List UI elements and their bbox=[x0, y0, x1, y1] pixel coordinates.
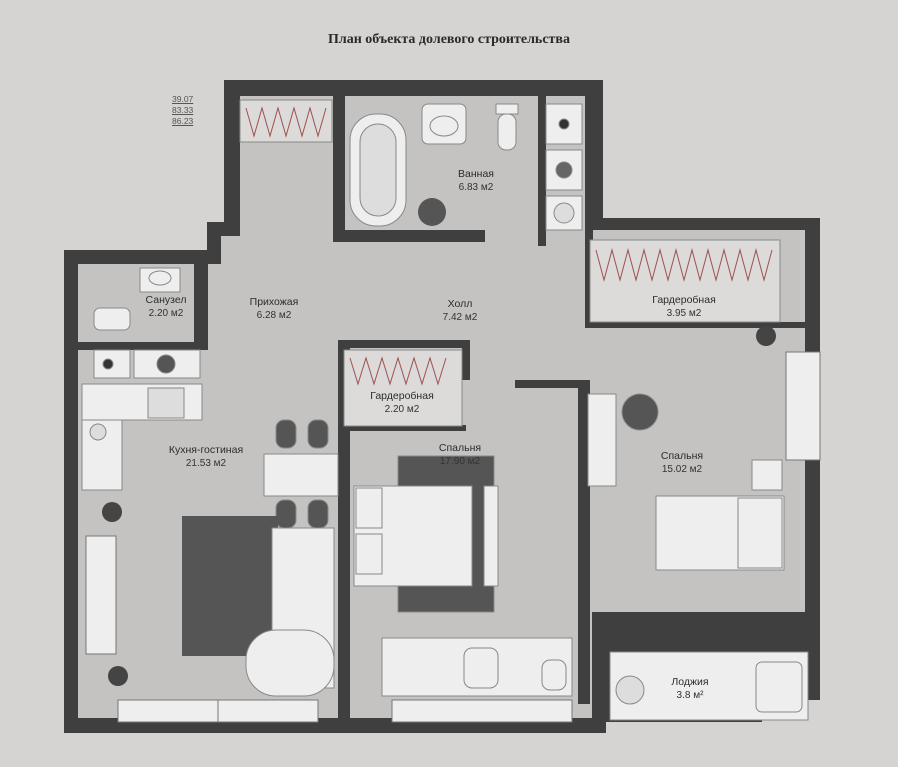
room-area: 15.02 м2 bbox=[661, 464, 703, 475]
room-name: Гардеробная bbox=[370, 390, 434, 402]
area-summary-line: 39.07 bbox=[172, 94, 194, 104]
room-name: Санузел bbox=[145, 294, 187, 306]
area-summary-line: 86.23 bbox=[172, 116, 194, 126]
room-label: Холл 7.42 м2 bbox=[443, 298, 478, 324]
room-name: Прихожая bbox=[249, 296, 299, 308]
room-label: Прихожая 6.28 м2 bbox=[250, 296, 299, 322]
wardrobe-bedroom2 bbox=[589, 239, 781, 323]
room-area: 17.90 м2 bbox=[439, 456, 481, 467]
room-area: 6.83 м2 bbox=[458, 182, 494, 193]
room-area: 6.28 м2 bbox=[256, 310, 292, 321]
kitchen-counter bbox=[81, 383, 203, 491]
bed-bedroom2 bbox=[655, 459, 785, 571]
wardrobe-hall bbox=[239, 99, 333, 143]
bathtub-icon bbox=[349, 113, 407, 227]
fan-icon bbox=[418, 198, 446, 226]
area-summary: 39.07 83.33 86.23 bbox=[172, 94, 193, 127]
sink-icon bbox=[421, 103, 467, 145]
room-label: Спальня 17.90 м2 bbox=[439, 442, 481, 468]
desk-bedroom2 bbox=[587, 393, 659, 487]
room-area: 2.20 м2 bbox=[384, 404, 420, 415]
dining-table bbox=[263, 419, 339, 529]
room-area: 2.20 м2 bbox=[148, 308, 184, 319]
desk-bedroom1 bbox=[381, 637, 573, 697]
room-label: Гардеробная 2.20 м2 bbox=[370, 390, 434, 416]
room-name: Ванная bbox=[458, 168, 494, 180]
loggia bbox=[609, 651, 809, 721]
room-name: Лоджия bbox=[671, 676, 709, 688]
rug-kitchen bbox=[182, 516, 278, 656]
room-area: 21.53 м2 bbox=[185, 458, 227, 469]
room-name: Кухня-гостиная bbox=[168, 444, 244, 456]
room-name: Спальня bbox=[438, 442, 482, 454]
room-area: 3.95 м2 bbox=[666, 308, 702, 319]
toilet-icon bbox=[495, 103, 519, 151]
room-name: Спальня bbox=[660, 450, 704, 462]
plant-icon bbox=[102, 326, 776, 686]
sofa bbox=[245, 527, 335, 697]
room-label: Санузел 2.20 м2 bbox=[146, 294, 187, 320]
room-label: Спальня 15.02 м2 bbox=[661, 450, 703, 476]
room-name: Гардеробная bbox=[652, 294, 716, 306]
room-label: Гардеробная 3.95 м2 bbox=[652, 294, 716, 320]
room-label: Кухня-гостиная 21.53 м2 bbox=[169, 444, 243, 470]
bed-icon bbox=[353, 455, 499, 613]
room-area: 3.8 м² bbox=[676, 690, 704, 701]
room-area: 7.42 м2 bbox=[442, 312, 478, 323]
windows bbox=[85, 351, 821, 723]
room-name: Холл bbox=[447, 298, 473, 310]
inner-walls bbox=[78, 96, 820, 720]
room-label: Лоджия 3.8 м² bbox=[671, 676, 708, 702]
area-summary-line: 83.33 bbox=[172, 105, 194, 115]
utility-boxes bbox=[545, 103, 583, 231]
room-label: Ванная 6.83 м2 bbox=[458, 168, 494, 194]
plan-title: План объекта долевого строительства bbox=[327, 32, 570, 47]
small-bathroom-fixtures bbox=[93, 267, 201, 379]
wardrobe-bedroom1 bbox=[343, 349, 463, 427]
